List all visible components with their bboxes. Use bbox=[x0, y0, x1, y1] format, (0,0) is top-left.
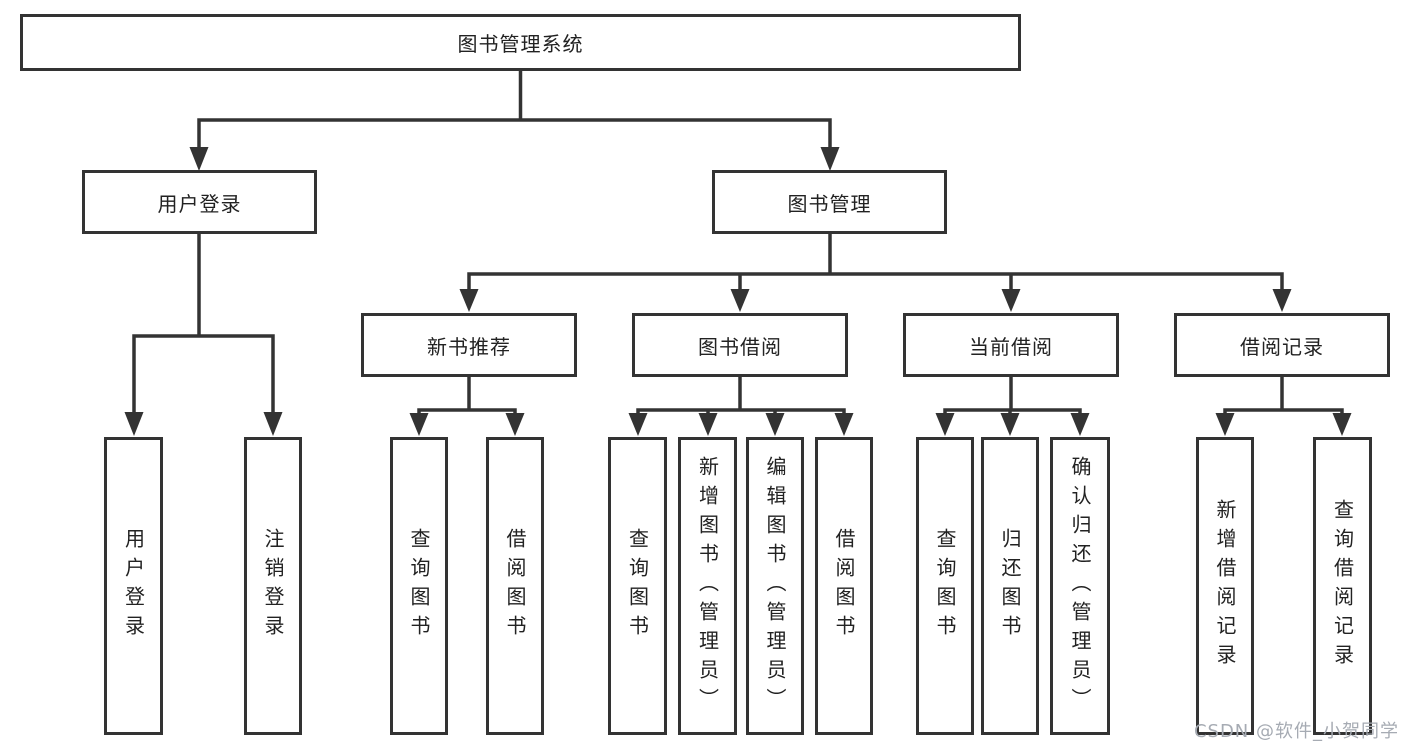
leaf-logout-label: 注销登录 bbox=[261, 528, 285, 644]
arrowheads bbox=[124, 147, 1352, 436]
node-root-label: 图书管理系统 bbox=[457, 32, 584, 56]
leaf-user-login-label: 用户登录 bbox=[121, 528, 146, 644]
node-new-book-recommend-label: 新书推荐 bbox=[427, 334, 511, 359]
leaf-confirm-return-admin: 确认归还（管理员） bbox=[1050, 437, 1110, 735]
node-book-management: 图书管理 bbox=[712, 170, 947, 234]
leaf-query-books-current: 查询图书 bbox=[916, 437, 974, 735]
node-current-borrow-label: 当前借阅 bbox=[969, 334, 1053, 359]
node-borrow-record: 借阅记录 bbox=[1174, 313, 1390, 377]
leaf-add-books-admin: 新增图书（管理员） bbox=[678, 437, 737, 735]
leaf-query-books-borrow-label: 查询图书 bbox=[625, 528, 650, 644]
leaf-borrow-books-label: 借阅图书 bbox=[832, 528, 856, 644]
leaf-borrow-books: 借阅图书 bbox=[815, 437, 873, 735]
leaf-query-books-recommend: 查询图书 bbox=[390, 437, 448, 735]
leaf-borrow-books-recommend: 借阅图书 bbox=[486, 437, 544, 735]
leaf-query-borrow-record-label: 查询借阅记录 bbox=[1330, 499, 1355, 673]
leaf-query-books-current-label: 查询图书 bbox=[933, 528, 957, 644]
leaf-confirm-return-admin-label: 确认归还（管理员） bbox=[1068, 455, 1092, 717]
node-book-management-label: 图书管理 bbox=[787, 191, 872, 216]
leaf-edit-books-admin: 编辑图书（管理员） bbox=[746, 437, 804, 735]
leaf-logout: 注销登录 bbox=[244, 437, 302, 735]
leaf-query-borrow-record: 查询借阅记录 bbox=[1313, 437, 1372, 735]
leaf-query-books-recommend-label: 查询图书 bbox=[407, 528, 431, 644]
node-root: 图书管理系统 bbox=[20, 14, 1021, 71]
leaf-add-borrow-record-label: 新增借阅记录 bbox=[1213, 499, 1237, 673]
node-new-book-recommend: 新书推荐 bbox=[361, 313, 577, 377]
node-borrow-record-label: 借阅记录 bbox=[1240, 334, 1324, 359]
node-book-borrow-label: 图书借阅 bbox=[698, 334, 782, 359]
node-book-borrow: 图书借阅 bbox=[632, 313, 848, 377]
node-current-borrow: 当前借阅 bbox=[903, 313, 1119, 377]
node-user-login-label: 用户登录 bbox=[157, 191, 242, 216]
csdn-watermark: CSDN @软件_小贺同学 bbox=[1193, 721, 1399, 742]
leaf-edit-books-admin-label: 编辑图书（管理员） bbox=[763, 455, 787, 717]
leaf-user-login: 用户登录 bbox=[104, 437, 163, 735]
leaf-add-books-admin-label: 新增图书（管理员） bbox=[695, 455, 720, 717]
leaf-return-books-label: 归还图书 bbox=[998, 528, 1022, 644]
leaf-return-books: 归还图书 bbox=[981, 437, 1039, 735]
leaf-query-books-borrow: 查询图书 bbox=[608, 437, 667, 735]
leaf-borrow-books-recommend-label: 借阅图书 bbox=[503, 528, 527, 644]
leaf-add-borrow-record: 新增借阅记录 bbox=[1196, 437, 1254, 735]
node-user-login: 用户登录 bbox=[82, 170, 317, 234]
